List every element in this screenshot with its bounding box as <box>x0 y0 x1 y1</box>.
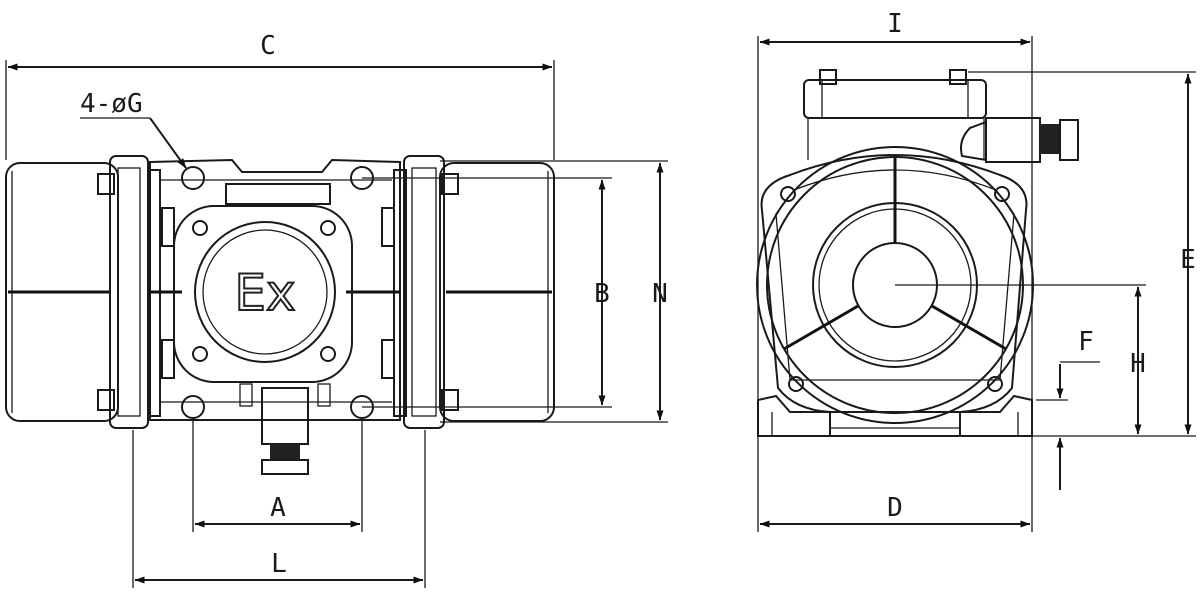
label-h: H <box>1130 349 1146 379</box>
side-view: I E H F D <box>756 9 1196 532</box>
side-base <box>757 394 1033 437</box>
dimension-c: C <box>5 31 555 160</box>
dimension-b: B <box>362 177 612 408</box>
label-f: F <box>1078 327 1094 357</box>
junction-box: Ex <box>173 205 353 383</box>
ex-mark: Ex <box>234 264 295 322</box>
dimension-l: L <box>132 430 426 588</box>
label-hole-callout: 4-øG <box>80 89 143 119</box>
dimension-n: N <box>440 160 668 423</box>
left-end-cover <box>5 162 119 422</box>
hole-callout: 4-øG <box>80 89 187 169</box>
dimension-d: D <box>757 436 1033 532</box>
label-n: N <box>652 279 668 309</box>
label-d: D <box>887 493 903 523</box>
side-junction-box <box>803 69 987 160</box>
dimension-h: H <box>895 284 1146 435</box>
label-l: L <box>271 549 287 579</box>
label-c: C <box>260 31 276 61</box>
motor-body <box>149 158 401 421</box>
front-view: Ex C 4-øG B <box>5 31 668 588</box>
label-b: B <box>594 279 610 309</box>
dimension-a: A <box>192 418 363 532</box>
side-cable-gland <box>960 117 1079 163</box>
label-a: A <box>270 493 286 523</box>
label-i: I <box>887 9 903 39</box>
dimension-f: F <box>1036 327 1100 490</box>
label-e: E <box>1180 245 1196 275</box>
right-end-cover <box>439 162 555 422</box>
dimension-e: E <box>968 71 1196 437</box>
dimension-i: I <box>757 9 1033 400</box>
cable-gland <box>239 383 331 475</box>
